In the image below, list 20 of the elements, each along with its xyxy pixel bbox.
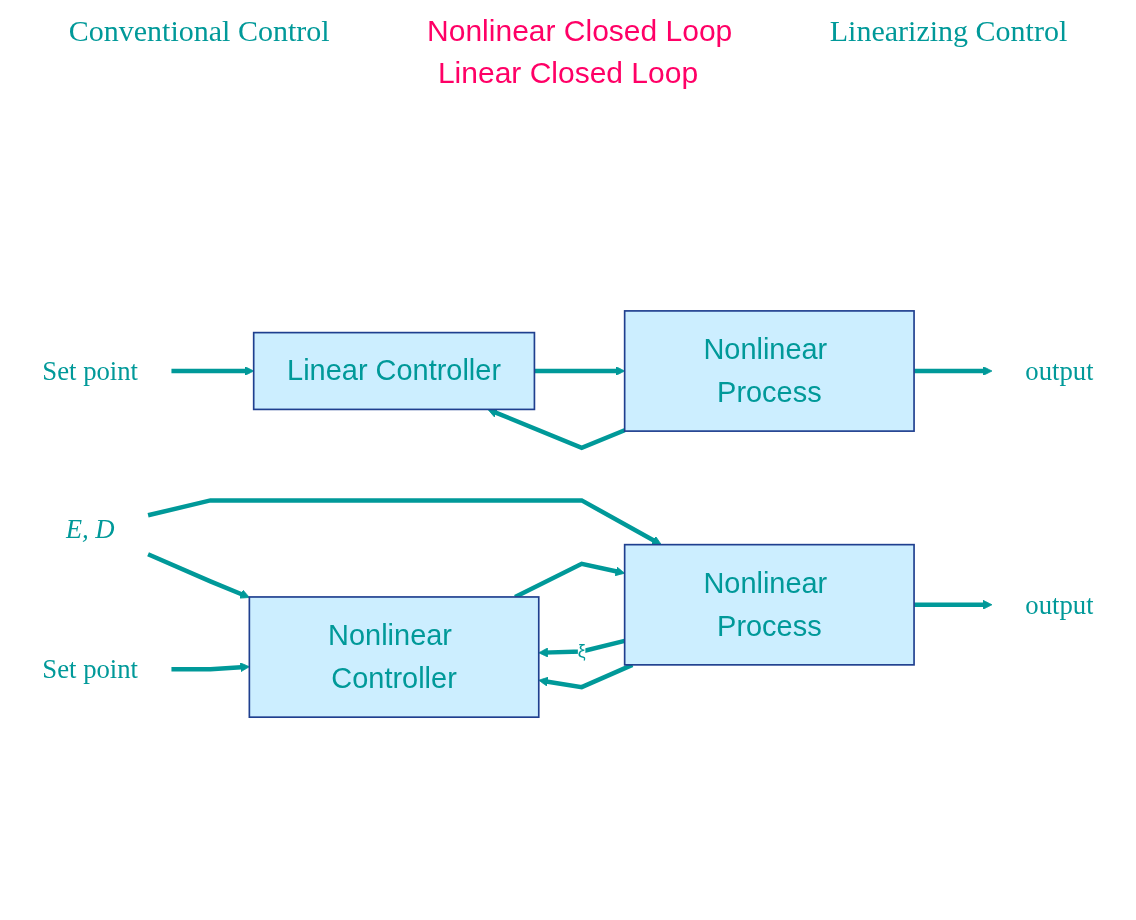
diagram-heading: Linearizing Control [829,14,1068,48]
node-text: Set point [42,654,139,684]
loop-caption: Nonlinear Closed Loop [427,14,733,48]
arrow [147,552,250,599]
diagram-heading: Conventional Control [68,14,330,48]
arrow [171,662,250,673]
node-text: E, D [65,514,115,544]
node-text: Set point [42,356,139,386]
node-text: output [1025,590,1094,620]
arrow [914,599,993,610]
arrow [147,498,662,546]
arrow [914,366,993,376]
node-box: Nonlinear Controller [248,596,540,718]
edge-label: ξ [577,641,586,661]
loop-caption: Linear Closed Loop [437,56,699,90]
node-box: Nonlinear Process [623,543,915,666]
node-text: output [1025,356,1094,386]
node-box: Linear Controller [252,331,536,411]
arrow [487,408,626,451]
node-box: Nonlinear Process [623,310,915,432]
